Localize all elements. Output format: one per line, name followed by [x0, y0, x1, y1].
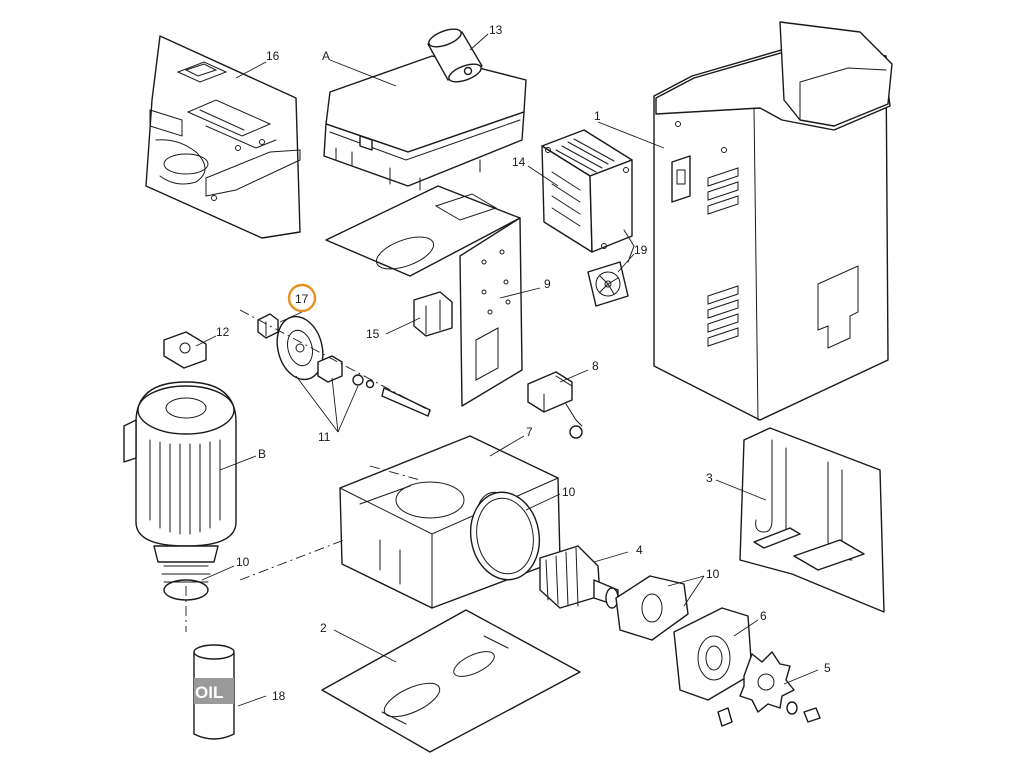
label-part-16: 16	[266, 49, 280, 63]
label-part-15: 15	[366, 327, 380, 341]
callout-labels: 16 A 13 1 14 19 9 15 8 12 B 11 10 7 10 4…	[216, 23, 831, 703]
label-part-11-callout: 11	[318, 430, 331, 444]
label-part-3: 3	[706, 471, 713, 485]
part-13-capacitor	[427, 28, 483, 83]
part-16-brackets	[145, 35, 301, 239]
part-4-gear-shaft	[539, 545, 619, 609]
part-8-limit-switch	[527, 371, 583, 439]
part-18-oil-can: OIL	[193, 644, 235, 740]
label-part-6: 6	[760, 609, 767, 623]
label-part-18: 18	[272, 689, 286, 703]
part-1-housing	[653, 21, 893, 421]
callout-labels-extra: 11 10 10	[236, 430, 720, 581]
label-part-12: 12	[216, 325, 230, 339]
label-part-13: 13	[489, 23, 503, 37]
part-10-seal-ring	[469, 491, 541, 581]
label-part-4: 4	[636, 543, 643, 557]
label-part-2: 2	[320, 621, 327, 635]
part-11-brake-assembly	[276, 315, 431, 417]
part-19-fan	[587, 261, 629, 307]
part-14-transformer	[541, 129, 635, 263]
label-part-9: 9	[544, 277, 551, 291]
part-15-terminal-block	[413, 291, 453, 337]
part-A-cover	[323, 55, 527, 191]
leader-lines	[195, 33, 819, 707]
part-17-highlight-circle	[287, 283, 317, 313]
label-part-10-gearbox: 10	[562, 485, 576, 499]
label-part-5: 5	[824, 661, 831, 675]
part-10-gasket	[615, 575, 689, 641]
label-part-B: B	[258, 447, 266, 461]
part-17-item	[257, 313, 279, 339]
label-part-19: 19	[634, 243, 648, 257]
label-part-1: 1	[594, 109, 601, 123]
label-part-17: 17	[295, 292, 309, 306]
label-part-A: A	[322, 49, 330, 63]
part-6-flange	[673, 607, 753, 701]
label-part-7: 7	[526, 425, 533, 439]
label-part-8: 8	[592, 359, 599, 373]
assembly-axes	[185, 309, 433, 632]
part-5-pinion	[717, 651, 821, 727]
oil-can-label: OIL	[195, 683, 223, 702]
part-2-base-plate	[321, 609, 581, 753]
label-part-10-gasket-callout: 10	[706, 567, 720, 581]
label-part-14: 14	[512, 155, 526, 169]
part-3-anchor-bolts	[739, 427, 885, 613]
label-part-10-motor-callout: 10	[236, 555, 250, 569]
part-9-mounting-plate	[325, 185, 523, 407]
part-12-junction-box	[163, 331, 207, 369]
part-B-motor	[123, 381, 237, 601]
